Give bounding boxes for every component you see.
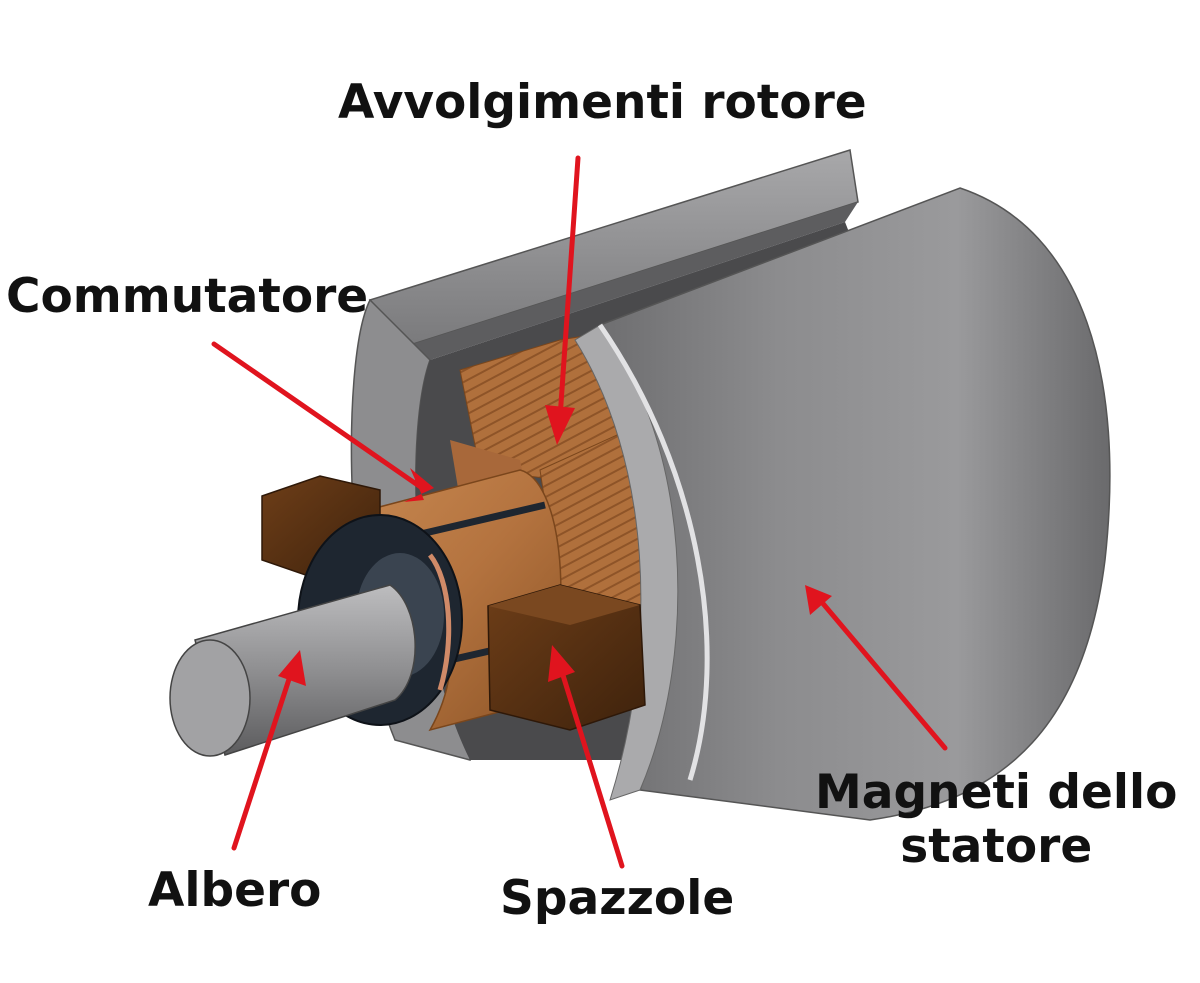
arrow-commutator	[211, 341, 434, 502]
annotation-arrows	[211, 155, 948, 869]
label-stator-magnets-line2: statore	[900, 819, 1093, 875]
label-commutator: Commutatore	[6, 269, 369, 324]
label-brushes: Spazzole	[500, 871, 735, 926]
arrow-brushes	[548, 645, 625, 869]
label-stator-magnets: Magneti dello statore	[815, 765, 1178, 875]
arrow-shaft	[231, 650, 306, 851]
label-rotor-windings: Avvolgimenti rotore	[338, 75, 867, 130]
arrow-rotor-windings	[545, 155, 581, 445]
label-stator-magnets-line1: Magneti dello	[815, 765, 1178, 820]
label-shaft: Albero	[148, 863, 322, 918]
brush-front	[487, 584, 646, 731]
shaft	[169, 584, 416, 757]
stator-cylinder	[574, 187, 1111, 821]
arrow-stator-magnets	[805, 585, 948, 751]
